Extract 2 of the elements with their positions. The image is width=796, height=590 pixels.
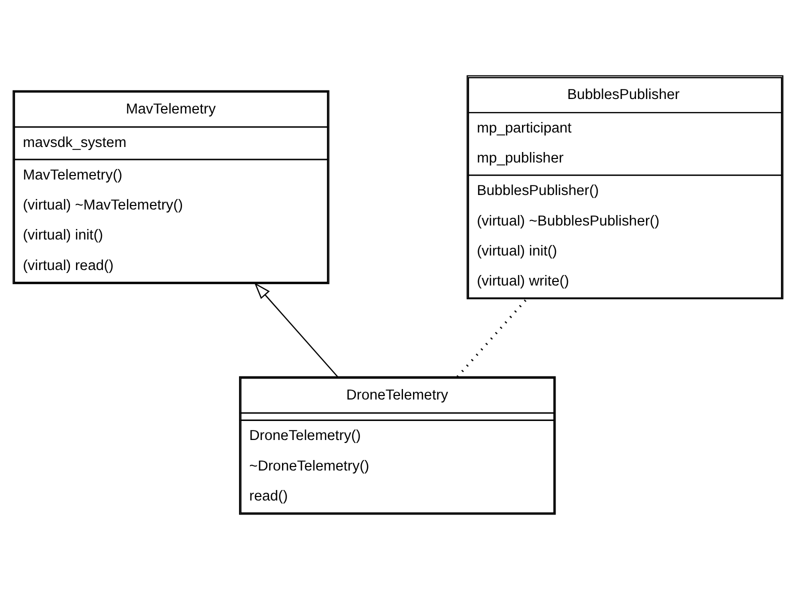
connector	[456, 298, 528, 378]
arrow	[254, 282, 338, 378]
